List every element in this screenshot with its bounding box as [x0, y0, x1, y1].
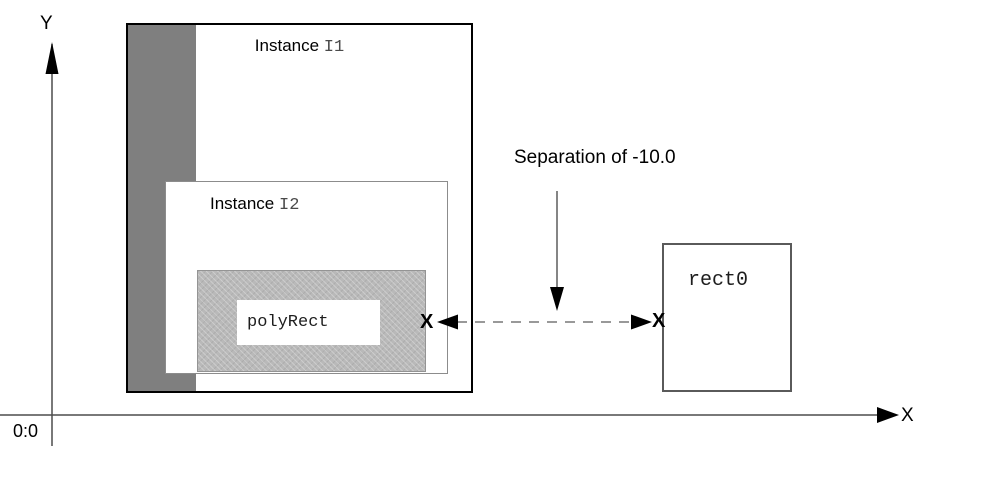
- polyrect-label: polyRect: [247, 313, 329, 332]
- instance-i1-label-name: Instance: [254, 36, 320, 55]
- y-axis-arrowhead-icon: [45, 42, 59, 74]
- separation-left-x-marker: X: [420, 311, 434, 333]
- separation-pointer-arrowhead-icon: [550, 287, 564, 311]
- instance-i2-label-code: I2: [279, 196, 300, 215]
- separation-annotation: Separation of -10.0: [514, 147, 676, 168]
- rect0-box: [662, 243, 792, 392]
- instance-i1-label-code: I1: [323, 38, 345, 57]
- instance-i1-label: Instance I1: [126, 37, 473, 56]
- y-axis-label: Y: [40, 13, 53, 34]
- origin-label: 0:0: [13, 421, 39, 441]
- x-axis-label: X: [901, 405, 914, 426]
- polyrect-label-box: [237, 300, 380, 345]
- separation-right-arrowhead-icon: [631, 314, 652, 330]
- instance-i2-label: Instance I2: [210, 195, 299, 214]
- separation-right-x-marker: X: [652, 310, 666, 332]
- x-axis-arrowhead-icon: [877, 407, 899, 423]
- instance-i2-label-name: Instance: [210, 194, 275, 213]
- rect0-label: rect0: [688, 269, 749, 292]
